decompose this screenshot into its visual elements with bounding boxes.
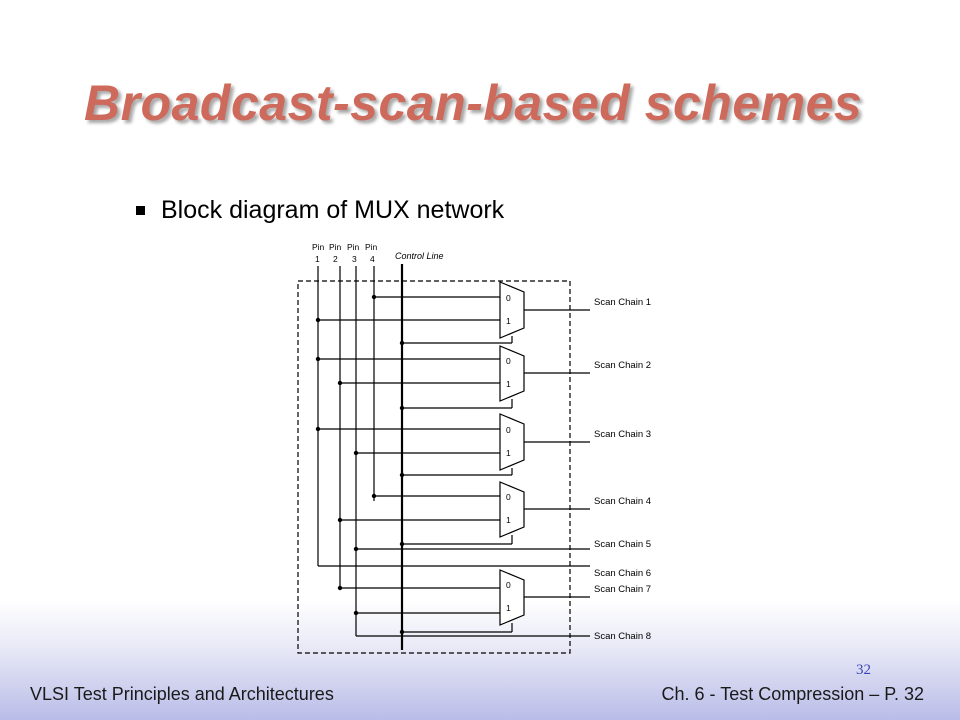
pin-3-number: 3: [352, 254, 357, 264]
mux-5: [499, 569, 525, 626]
svg-text:1: 1: [506, 379, 511, 389]
svg-text:0: 0: [506, 580, 511, 590]
svg-text:1: 1: [506, 515, 511, 525]
svg-text:1: 1: [506, 316, 511, 326]
scan-chain-5-label: Scan Chain 5: [594, 539, 651, 550]
pin-4-number: 4: [370, 254, 375, 264]
svg-text:0: 0: [506, 356, 511, 366]
slide-title: Broadcast-scan-based schemes: [84, 75, 863, 131]
scan-chain-7-label: Scan Chain 7: [594, 584, 651, 595]
control-line-label: Control Line: [395, 251, 444, 261]
square-bullet-icon: [136, 206, 145, 215]
mux-2: [499, 345, 525, 402]
network-boundary: [297, 280, 571, 654]
pin-1-label: Pin: [312, 242, 325, 252]
pin-2-label: Pin: [329, 242, 342, 252]
svg-text:0: 0: [506, 492, 511, 502]
mux-1: [499, 281, 525, 339]
footer-course-title: VLSI Test Principles and Architectures: [30, 684, 334, 704]
svg-text:0: 0: [506, 425, 511, 435]
bullet-item: Block diagram of MUX network: [136, 196, 504, 225]
svg-text:0: 0: [506, 293, 511, 303]
scan-chain-6-label: Scan Chain 6: [594, 568, 651, 579]
scan-chain-1-label: Scan Chain 1: [594, 297, 651, 308]
scan-chain-4-label: Scan Chain 4: [594, 496, 651, 507]
pin-3-label: Pin: [347, 242, 360, 252]
mux-4: [499, 481, 525, 538]
pin-2-number: 2: [333, 254, 338, 264]
svg-text:1: 1: [506, 448, 511, 458]
footer-band: [0, 600, 960, 720]
bullet-text: Block diagram of MUX network: [161, 196, 505, 224]
scan-chain-8-label: Scan Chain 8: [594, 631, 651, 642]
pin-4-label: Pin: [365, 242, 378, 252]
mux-network-diagram: Pin 1 Pin 2 Pin 3 Pin 4 Control Line 0 1…: [297, 242, 651, 654]
footer-chapter-page: Ch. 6 - Test Compression – P. 32: [661, 684, 924, 704]
svg-text:1: 1: [506, 603, 511, 613]
pin-1-number: 1: [315, 254, 320, 264]
scan-chain-2-label: Scan Chain 2: [594, 360, 651, 371]
mux-3: [499, 413, 525, 471]
page-number: 32: [856, 662, 871, 678]
scan-chain-3-label: Scan Chain 3: [594, 429, 651, 440]
